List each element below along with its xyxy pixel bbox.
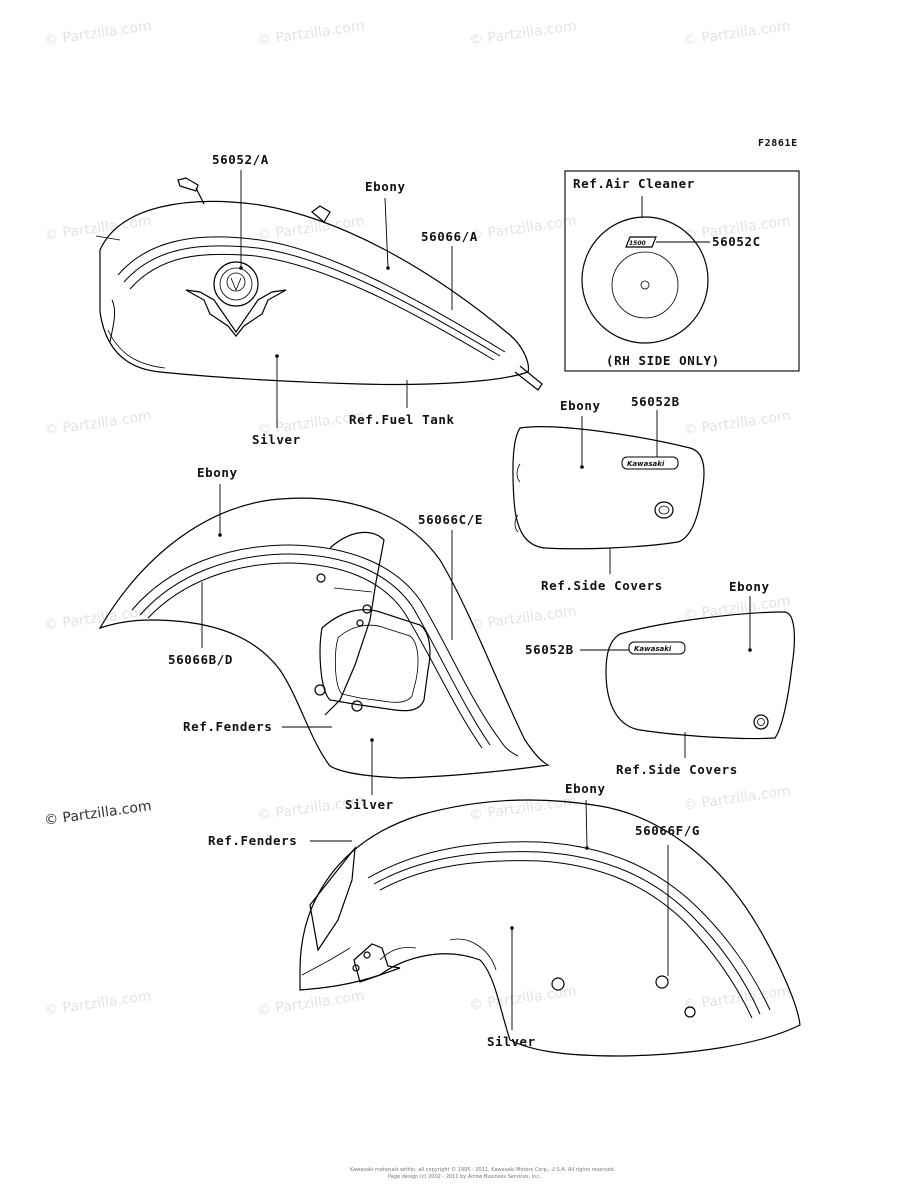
rear-fender-ref-label: Ref.Fenders <box>208 833 297 848</box>
rear-fender-stripe-part-number: 56066F/G <box>635 823 700 838</box>
front-fender-stripe-right-part-number: 56066C/E <box>418 512 483 527</box>
fuel-tank-drawing <box>95 177 543 391</box>
watermark-text: © Partzilla.com <box>682 983 791 1014</box>
watermark-text: © Partzilla.com <box>468 213 577 244</box>
svg-text:1500: 1500 <box>629 240 646 247</box>
air-cleaner-part-number: 56052C <box>712 234 761 249</box>
fuel-tank-top-color-label: Ebony <box>365 179 406 194</box>
watermark-text: © Partzilla.com <box>43 213 152 244</box>
front-fender-stripe-left-part-number: 56066B/D <box>168 652 233 667</box>
side-cover-upper-part-number: 56052B <box>631 394 680 409</box>
watermark-text: © Partzilla.com <box>682 18 791 49</box>
air-cleaner-ref-label: Ref.Air Cleaner <box>573 176 695 191</box>
watermark-text: © Partzilla.com <box>468 983 577 1014</box>
watermark-text: © Partzilla.com <box>43 603 152 634</box>
watermark-text: © Partzilla.com <box>43 988 152 1019</box>
front-fender-bottom-color-label: Silver <box>345 797 394 812</box>
side-cover-upper-drawing: Kawasaki <box>512 426 705 550</box>
side-cover-upper-badge: Kawasaki <box>627 460 665 468</box>
watermark-text: © Partzilla.com <box>43 408 152 439</box>
front-fender-drawing <box>98 497 550 779</box>
figure-code: F2861E <box>758 138 798 149</box>
watermark-text: © Partzilla.com <box>468 793 577 824</box>
front-fender-ref-label: Ref.Fenders <box>183 719 272 734</box>
side-cover-lower-color-label: Ebony <box>729 579 770 594</box>
watermark-main: © Partzilla.com <box>43 798 152 829</box>
fuel-tank-stripe-part-number: 56066/A <box>421 229 478 244</box>
air-cleaner-note: (RH SIDE ONLY) <box>606 353 720 368</box>
fuel-tank-bottom-color-label: Silver <box>252 432 301 447</box>
watermark-text: © Partzilla.com <box>468 603 577 634</box>
footer-copyright-line1: Kawasaki materials within, all copyright… <box>350 1166 616 1173</box>
watermark-text: © Partzilla.com <box>256 18 365 49</box>
rear-fender-top-color-label: Ebony <box>565 781 606 796</box>
side-cover-lower-part-number: 56052B <box>525 642 574 657</box>
fuel-tank-ref-label: Ref.Fuel Tank <box>349 412 455 427</box>
side-cover-upper-ref-label: Ref.Side Covers <box>541 578 663 593</box>
footer-copyright-line2: Page design (c) 2002 - 2011 by Arrow Bus… <box>388 1174 541 1180</box>
rear-fender-drawing <box>299 799 801 1057</box>
side-cover-lower-badge: Kawasaki <box>634 645 672 653</box>
rear-fender-bottom-color-label: Silver <box>487 1034 536 1049</box>
watermark-text: © Partzilla.com <box>43 18 152 49</box>
fuel-tank-emblem-part-number: 56052/A <box>212 152 269 167</box>
watermark-text: © Partzilla.com <box>468 18 577 49</box>
side-cover-upper-color-label: Ebony <box>560 398 601 413</box>
watermark-text: © Partzilla.com <box>682 408 791 439</box>
front-fender-top-color-label: Ebony <box>197 465 238 480</box>
watermark-text: © Partzilla.com <box>256 988 365 1019</box>
side-cover-lower-drawing: Kawasaki <box>605 611 795 740</box>
side-cover-lower-ref-label: Ref.Side Covers <box>616 762 738 777</box>
watermark-text: © Partzilla.com <box>682 783 791 814</box>
air-cleaner-panel: 1500 <box>564 170 800 372</box>
